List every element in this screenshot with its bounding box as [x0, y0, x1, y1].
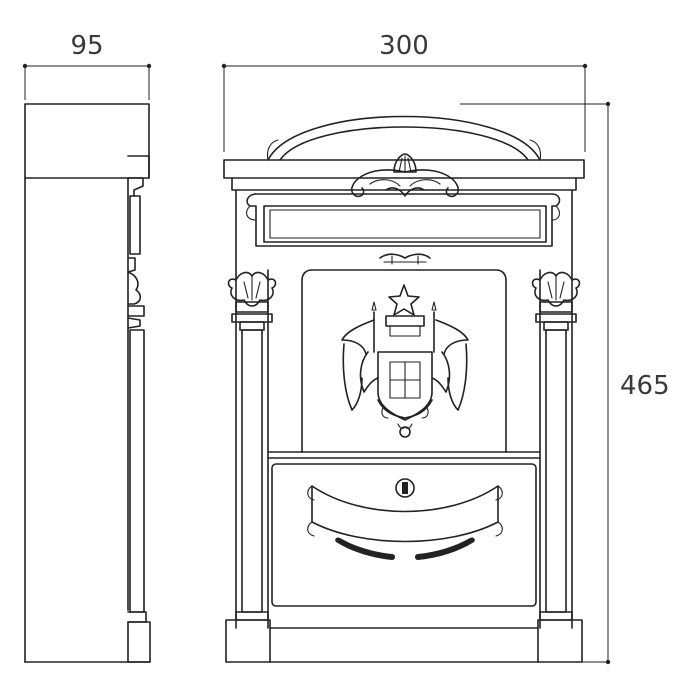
lock-icon: [395, 478, 415, 498]
front-view: [223, 115, 585, 663]
name-plate-scroll: [246, 193, 561, 247]
depth-dimension: 95: [22, 31, 152, 100]
coat-of-arms: [341, 284, 469, 438]
width-label: 300: [379, 31, 429, 61]
right-column: [531, 271, 581, 621]
left-column: [227, 271, 277, 621]
bow-ornament: [379, 253, 431, 265]
crest-panel: [267, 269, 541, 459]
height-dimension: 465: [460, 101, 670, 665]
letter-box-door: [271, 463, 537, 607]
base: [225, 619, 583, 663]
depth-label: 95: [70, 31, 103, 61]
width-dimension: 300: [221, 31, 588, 152]
side-view: [24, 103, 151, 663]
arch-top: [223, 115, 585, 191]
height-label: 465: [620, 371, 670, 401]
